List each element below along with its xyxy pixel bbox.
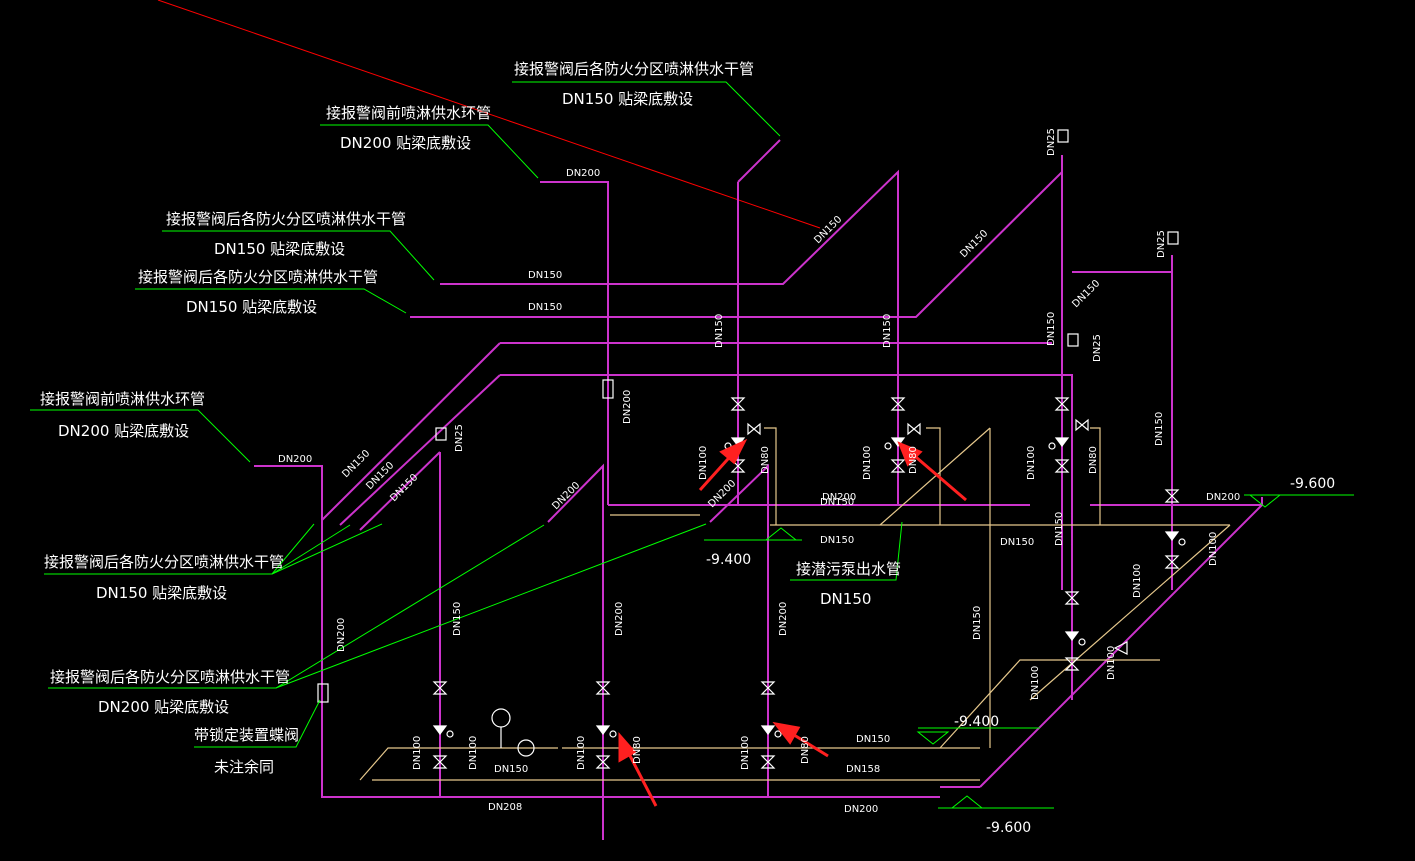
pipe-label: DN25 (1046, 128, 1057, 156)
pipe-label: DN208 (488, 802, 522, 813)
pipe-label: DN200 (844, 804, 878, 815)
note-same-below: 未注余同 (214, 758, 274, 776)
note-top-main: 接报警阀后各防火分区喷淋供水干管 (514, 60, 754, 78)
pipe-label: DN100 (412, 736, 423, 770)
note-main-3: 接报警阀后各防火分区喷淋供水干管 (138, 268, 378, 286)
pipe-label: DN80 (632, 736, 643, 764)
red-arrows (618, 438, 967, 807)
pipe-label: DN150 (972, 606, 983, 640)
pipe-label: DN80 (760, 446, 771, 474)
leader-lines (30, 81, 1354, 809)
note-sewage-pump-size: DN150 (820, 590, 871, 608)
pipe-label: DN150 (1000, 537, 1034, 548)
note-main-3-size: DN150 贴梁底敷设 (186, 298, 317, 316)
pipe-label: DN200 (1206, 492, 1240, 503)
note-main-4-size: DN150 贴梁底敷设 (96, 584, 227, 602)
pipe-end-caps (435, 129, 1179, 441)
pipe-label: DN200 (822, 492, 856, 503)
pipe-label: DN100 (468, 736, 479, 770)
pipe-label: DN200 (566, 168, 600, 179)
note-top-main-size: DN150 贴梁底敷设 (562, 90, 693, 108)
pipe-label: DN100 (1208, 532, 1219, 566)
note-butterfly-valve: 带锁定装置蝶阀 (194, 726, 299, 744)
pipe-label: DN200 (336, 618, 347, 652)
pipe-label: DN150 (856, 734, 890, 745)
pipe-label: DN100 (1132, 564, 1143, 598)
pipe-label: DN200 (622, 390, 633, 424)
pipe-label: DN100 (862, 446, 873, 480)
note-main-5: 接报警阀后各防火分区喷淋供水干管 (50, 668, 290, 686)
pipe-label: DN150 (882, 314, 893, 348)
drain-network (359, 427, 1231, 781)
pipe-label: DN100 (1106, 646, 1117, 680)
pipe-label: DN158 (846, 764, 880, 775)
elevation-mid: -9.400 (954, 714, 999, 730)
note-ring-2-size: DN200 贴梁底敷设 (58, 422, 189, 440)
pipe-label: DN150 (820, 535, 854, 546)
note-ring-1-size: DN200 贴梁底敷设 (340, 134, 471, 152)
note-main-4: 接报警阀后各防火分区喷淋供水干管 (44, 553, 284, 571)
note-ring-1: 接报警阀前喷淋供水环管 (326, 104, 491, 122)
pipe-label: DN100 (1030, 666, 1041, 700)
pipe-label: DN150 (1154, 412, 1165, 446)
elevation-bottom: -9.600 (986, 820, 1031, 836)
valve-group-upper-3 (1048, 397, 1089, 473)
pipe-label: DN80 (800, 736, 811, 764)
pipe-label: DN100 (740, 736, 751, 770)
pipe-label: DN150 (820, 497, 854, 508)
pipe-label: DN80 (1088, 446, 1099, 474)
elevation-left: -9.400 (706, 552, 751, 568)
pipe-label: DN200 (614, 602, 625, 636)
pipe-label: DN150 (528, 270, 562, 281)
note-main-5-size: DN200 贴梁底敷设 (98, 698, 229, 716)
pipe-label: DN150 (528, 302, 562, 313)
pipe-label: DN25 (1092, 334, 1103, 362)
elevation-right: -9.600 (1290, 476, 1335, 492)
note-main-2-size: DN150 贴梁底敷设 (214, 240, 345, 258)
note-sewage-pump: 接潜污泵出水管 (796, 560, 901, 578)
valve-group-lower (317, 379, 782, 769)
note-ring-2: 接报警阀前喷淋供水环管 (40, 390, 205, 408)
pipe-label: DN100 (1026, 446, 1037, 480)
pipe-label: DN100 (698, 446, 709, 480)
pipe-label: DN25 (1156, 230, 1167, 258)
note-main-2: 接报警阀后各防火分区喷淋供水干管 (166, 210, 406, 228)
pipe-label: DN150 (714, 314, 725, 348)
valve-group-right (1064, 489, 1186, 671)
pipe-label: DN100 (576, 736, 587, 770)
pipe-label: DN200 (278, 454, 312, 465)
pipe-label: DN150 (1046, 312, 1057, 346)
pipe-label: DN200 (778, 602, 789, 636)
reference-line (157, 0, 821, 229)
pipe-label: DN150 (1054, 512, 1065, 546)
pipe-label: DN25 (454, 424, 465, 452)
pipe-label: DN80 (908, 446, 919, 474)
pipe-label: DN150 (494, 764, 528, 775)
pipe-label: DN150 (452, 602, 463, 636)
